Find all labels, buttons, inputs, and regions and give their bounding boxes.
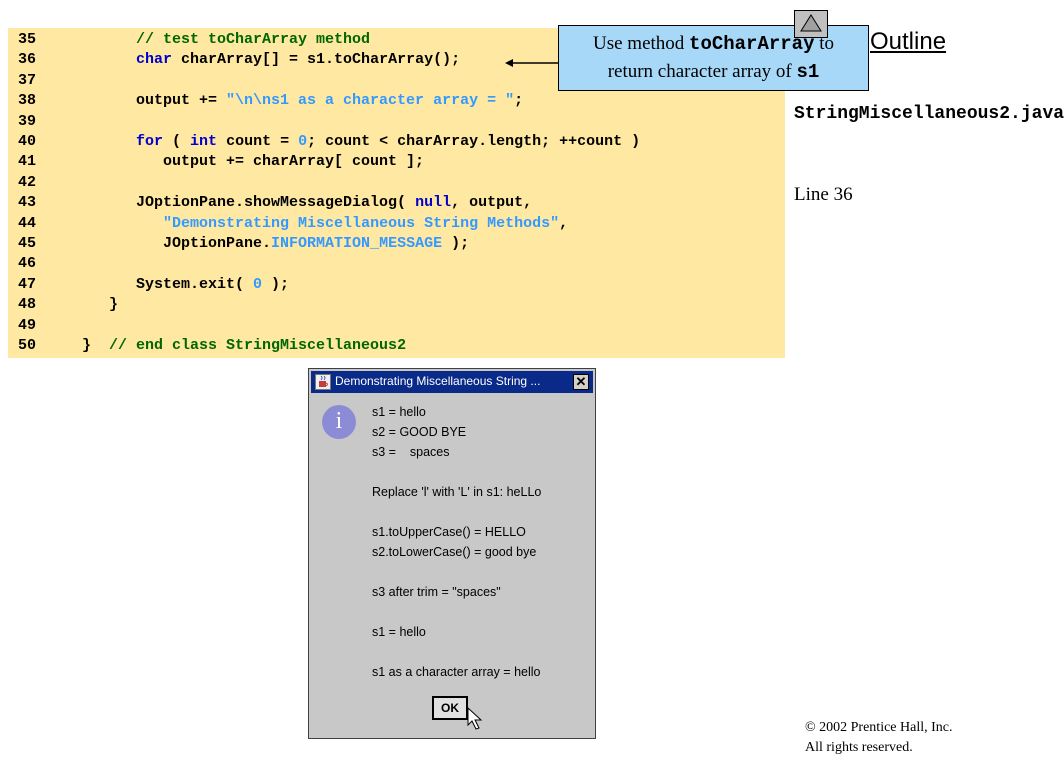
code-token: output +=	[64, 92, 227, 110]
dialog-message-line: s1.toUpperCase() = HELLO	[372, 525, 526, 539]
callout-text-prefix: Use method	[593, 33, 690, 54]
code-text: }	[64, 295, 118, 315]
code-text: JOptionPane.showMessageDialog( null, out…	[64, 193, 532, 213]
code-token: , output,	[451, 194, 533, 212]
code-token: (	[163, 133, 191, 150]
code-text: JOptionPane.INFORMATION_MESSAGE );	[64, 234, 469, 254]
message-dialog: Demonstrating Miscellaneous String ... ✕…	[308, 368, 596, 739]
code-text: output += "\n\ns1 as a character array =…	[64, 91, 523, 111]
code-token: output += charArray[ count ];	[64, 153, 425, 171]
callout-note: Use method toCharArray to return charact…	[558, 25, 869, 91]
pointer-cursor-icon	[467, 706, 483, 730]
code-token: // test toCharArray method	[136, 31, 371, 48]
code-token: }	[64, 296, 119, 314]
code-token: ; count < charArray.length; ++count )	[307, 133, 641, 150]
code-token: int	[190, 133, 218, 150]
copyright-line2: All rights reserved.	[805, 740, 913, 755]
code-token: 0	[298, 133, 308, 150]
dialog-message-line: s2.toLowerCase() = good bye	[372, 545, 537, 559]
line-number: 43	[18, 194, 37, 212]
up-arrow-button[interactable]	[794, 10, 828, 38]
line-number: 48	[18, 296, 37, 314]
outline-link[interactable]: Outline	[870, 28, 947, 55]
ok-button[interactable]: OK	[432, 696, 468, 720]
code-text: char charArray[] = s1.toCharArray();	[64, 50, 460, 70]
left-arrow-icon	[505, 59, 559, 67]
code-token: INFORMATION_MESSAGE	[271, 235, 443, 252]
code-text: // test toCharArray method	[64, 30, 370, 50]
code-token: 0	[253, 275, 263, 293]
code-text: output += charArray[ count ];	[64, 152, 424, 172]
copyright-line1: © 2002 Prentice Hall, Inc.	[805, 720, 953, 735]
code-token: null	[415, 194, 452, 212]
code-token	[64, 51, 136, 68]
up-arrow-icon	[800, 14, 822, 32]
code-token: JOptionPane.	[64, 235, 272, 252]
code-text: for ( int count = 0; count < charArray.l…	[64, 132, 640, 152]
line-number: 35	[18, 31, 37, 48]
code-token: }	[64, 337, 110, 354]
dialog-message-line: s3 after trim = "spaces"	[372, 585, 501, 599]
callout-text-line2: return character array of	[607, 61, 797, 82]
code-token: char	[136, 51, 173, 69]
code-token	[64, 215, 163, 232]
dialog-message-line: Replace 'l' with 'L' in s1: heLLo	[372, 485, 542, 499]
line-number: 46	[18, 255, 37, 273]
close-icon[interactable]: ✕	[573, 374, 589, 390]
line-number: 45	[18, 235, 37, 252]
code-token: count =	[217, 133, 299, 150]
code-token: ;	[514, 92, 524, 110]
dialog-message-line: s1 as a character array = hello	[372, 665, 541, 679]
dialog-message-line: s2 = GOOD BYE	[372, 425, 467, 439]
code-token	[64, 133, 136, 150]
code-token: charArray[] = s1.toCharArray();	[172, 51, 461, 69]
code-token: for	[136, 133, 164, 150]
code-token: System.exit(	[64, 275, 254, 293]
dialog-message-line: s3 = spaces	[372, 445, 450, 459]
callout-var: s1	[796, 61, 820, 83]
line-number: 41	[18, 153, 37, 171]
line-number: 44	[18, 214, 37, 232]
line-number: 50	[18, 337, 37, 354]
code-text: "Demonstrating Miscellaneous String Meth…	[64, 214, 568, 234]
copyright: © 2002 Prentice Hall, Inc. All rights re…	[805, 718, 953, 758]
code-token: ,	[559, 214, 569, 232]
info-icon: i	[322, 405, 356, 439]
callout-method: toCharArray	[689, 33, 815, 55]
info-glyph: i	[335, 408, 343, 434]
line-number: 40	[18, 133, 37, 150]
dialog-message-line: s1 = hello	[372, 405, 426, 419]
code-token: );	[442, 235, 470, 252]
line-number: 42	[18, 173, 37, 191]
code-token: // end class StringMiscellaneous2	[109, 337, 407, 354]
dialog-titlebar[interactable]: Demonstrating Miscellaneous String ... ✕	[311, 371, 593, 393]
code-token: "Demonstrating Miscellaneous String Meth…	[163, 214, 560, 232]
code-token: "\n\ns1 as a character array = "	[226, 92, 515, 110]
file-name: StringMiscellaneous2.java	[794, 104, 1064, 124]
line-number: 37	[18, 71, 37, 89]
code-token: JOptionPane.showMessageDialog(	[64, 194, 416, 212]
line-number: 39	[18, 112, 37, 130]
code-text: System.exit( 0 );	[64, 275, 289, 295]
line-reference: Line 36	[794, 184, 853, 205]
dialog-message-line: s1 = hello	[372, 625, 426, 639]
line-number: 38	[18, 92, 37, 110]
dialog-title: Demonstrating Miscellaneous String ...	[335, 374, 541, 388]
code-text: } // end class StringMiscellaneous2	[64, 336, 406, 356]
code-token: );	[262, 275, 290, 293]
line-number: 47	[18, 275, 37, 293]
java-cup-icon	[315, 374, 331, 390]
code-token	[64, 31, 136, 48]
callout-text-middle: to	[814, 33, 834, 54]
line-number: 49	[18, 316, 37, 334]
line-number: 36	[18, 51, 37, 69]
